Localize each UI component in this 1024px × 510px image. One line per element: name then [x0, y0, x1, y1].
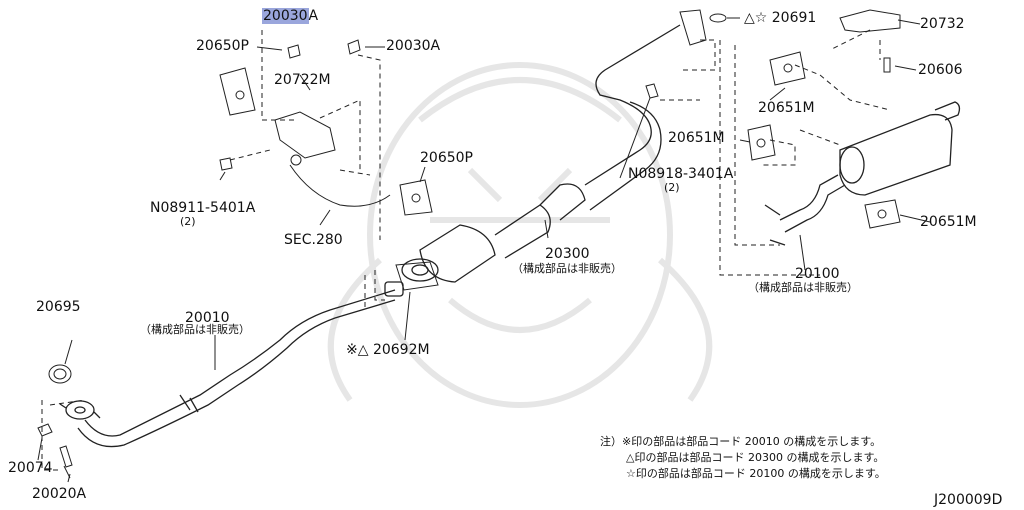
- label-20692M[interactable]: ※△ 20692M: [346, 342, 430, 358]
- label-08911-qty: (2): [180, 215, 196, 228]
- nut-08911: [219, 157, 233, 171]
- note-line-1: 注）※印の部品は部品コード 20010 の構成を示します。: [600, 435, 882, 448]
- label-20606[interactable]: 20606: [918, 62, 963, 78]
- label-20651M-c[interactable]: 20651M: [920, 214, 977, 230]
- label-20300[interactable]: 20300: [545, 246, 590, 262]
- label-20010-note: （構成部品は非販売）: [140, 323, 250, 336]
- insulator-20651M-right: [864, 199, 901, 229]
- label-20651M-a[interactable]: 20651M: [758, 100, 815, 116]
- catalyst-20300: [401, 24, 681, 283]
- front-pipe-20010: [59, 281, 404, 448]
- leader-lines: [37, 17, 931, 483]
- label-20030A-highlighted[interactable]: 20030A: [262, 8, 318, 24]
- part-suffix: A: [308, 8, 319, 24]
- label-20020A[interactable]: 20020A: [32, 486, 87, 502]
- label-20030A-mid[interactable]: 20030A: [386, 38, 441, 54]
- label-20732[interactable]: 20732: [920, 16, 965, 32]
- insulator-20650P-top: [219, 67, 256, 116]
- label-08918-qty: (2): [664, 181, 680, 194]
- guide-lines: [41, 29, 891, 471]
- bolt-20606: [883, 57, 891, 73]
- label-sec280[interactable]: SEC.280: [284, 232, 343, 248]
- nut-20074: [37, 423, 53, 437]
- highlighted-part-number[interactable]: 20030: [262, 8, 309, 24]
- nut-08918: [645, 83, 659, 99]
- flange-20691: [679, 9, 727, 46]
- label-20650P-top[interactable]: 20650P: [196, 38, 249, 54]
- sec280-cable: [289, 154, 391, 207]
- label-20691[interactable]: △☆ 20691: [744, 10, 817, 26]
- label-20100-note: （構成部品は非販売）: [748, 281, 858, 294]
- gasket-20692M: [395, 261, 439, 291]
- note-line-2: △印の部品は部品コード 20300 の構成を示します。: [626, 451, 885, 464]
- label-20650P-mid[interactable]: 20650P: [420, 150, 473, 166]
- bracket-20722M: [274, 111, 336, 159]
- insulator-20651M-mid: [747, 124, 776, 161]
- label-20300-note: （構成部品は非販売）: [512, 262, 622, 275]
- note-line-3: ☆印の部品は部品コード 20100 の構成を示します。: [626, 467, 886, 480]
- gasket-20695: [48, 364, 72, 384]
- watermark-emblem: [327, 62, 713, 408]
- muffler-20100: [764, 101, 961, 246]
- diagram-code: J200009D: [934, 492, 1003, 508]
- label-20074[interactable]: 20074: [8, 460, 53, 476]
- bracket-20732: [839, 9, 901, 33]
- label-20651M-b[interactable]: 20651M: [668, 130, 725, 146]
- insulator-20651M-top: [769, 51, 806, 86]
- bolt-20030A-top: [287, 44, 301, 59]
- label-08911-5401A[interactable]: N08911-5401A: [150, 200, 256, 216]
- label-20100[interactable]: 20100: [795, 266, 840, 282]
- insulator-20650P-mid: [399, 179, 433, 216]
- label-20722M[interactable]: 20722M: [274, 72, 331, 88]
- label-20010[interactable]: 20010: [185, 310, 230, 326]
- bolt-20030A-mid: [347, 39, 361, 55]
- oxygen-sensor-20020A: [59, 445, 73, 479]
- label-20695[interactable]: 20695: [36, 299, 81, 315]
- label-08918-3401A[interactable]: N08918-3401A: [628, 166, 734, 182]
